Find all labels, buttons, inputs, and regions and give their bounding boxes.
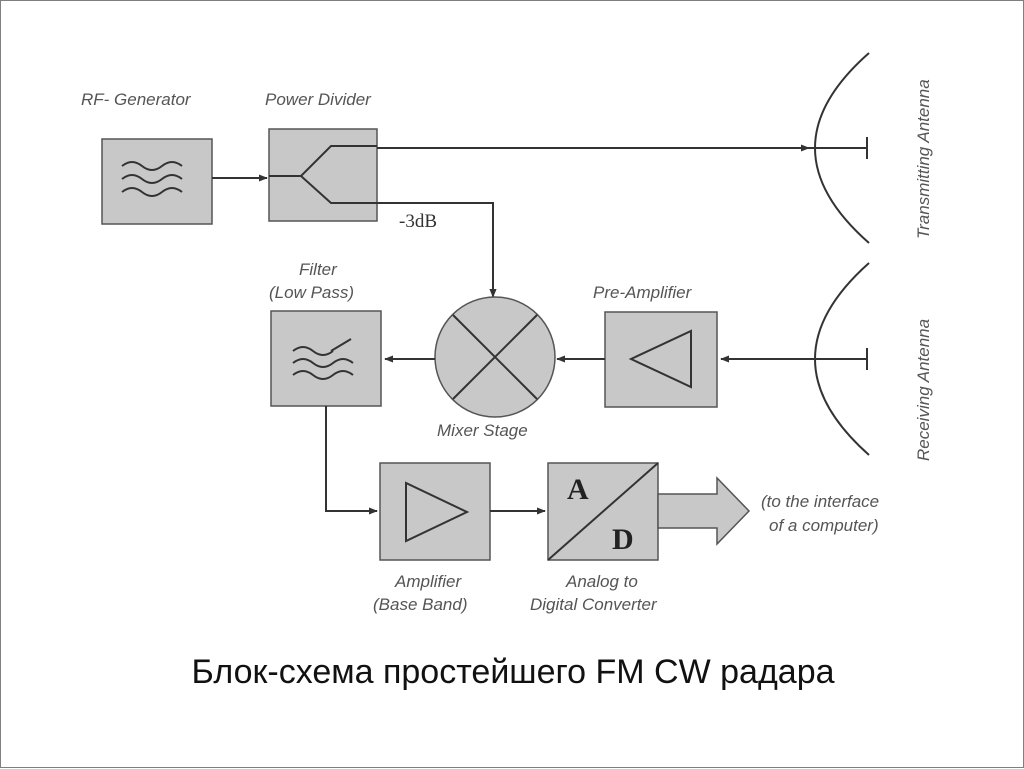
splitter-icon: [269, 145, 377, 177]
amplifier-base-band-label: (Base Band): [373, 595, 468, 614]
filter-label: Filter: [299, 260, 338, 279]
low-pass-filter-block: [270, 310, 382, 407]
mixer-stage: [434, 296, 556, 418]
sine-wave-icon: [121, 161, 183, 171]
amplifier-triangle-icon: [405, 481, 470, 543]
output-label-line2: of a computer): [769, 516, 879, 535]
baseband-amplifier-block: [379, 462, 491, 561]
amplifier-triangle-icon: [628, 329, 692, 389]
output-arrow-icon: [657, 476, 751, 546]
pre-amplifier-block: [604, 311, 718, 408]
output-label-line1: (to the interface: [761, 492, 879, 511]
filter-wave-icon: [292, 346, 334, 356]
amplifier-label: Amplifier: [394, 572, 462, 591]
rf-generator-block: [101, 138, 213, 225]
transmitting-antenna-label: Transmitting Antenna: [914, 79, 933, 239]
transmitting-antenna-icon: [809, 52, 870, 244]
receiving-antenna-label: Receiving Antenna: [914, 319, 933, 461]
adc-d-label: D: [612, 523, 634, 556]
minus-3db-label: -3dB: [399, 211, 437, 232]
pre-amplifier-label: Pre-Amplifier: [593, 283, 693, 302]
receiving-antenna-icon: [813, 262, 870, 456]
adc-converter-label: Digital Converter: [530, 595, 658, 614]
adc-block: A D: [547, 462, 659, 561]
filter-to-amplifier-arrow: [325, 406, 378, 515]
power-divider-label: Power Divider: [265, 90, 372, 109]
filter-low-pass-label: (Low Pass): [269, 283, 354, 302]
divider-to-mixer-arrow: [377, 202, 497, 298]
adc-a-label: A: [567, 473, 589, 506]
rf-generator-label: RF- Generator: [81, 90, 192, 109]
power-divider-block: [268, 128, 378, 222]
adc-diagonal-icon: [547, 462, 659, 561]
mixer-stage-label: Mixer Stage: [437, 421, 528, 440]
slide-caption: Блок-схема простейшего FM CW радара: [191, 653, 835, 691]
adc-label: Analog to: [565, 572, 638, 591]
